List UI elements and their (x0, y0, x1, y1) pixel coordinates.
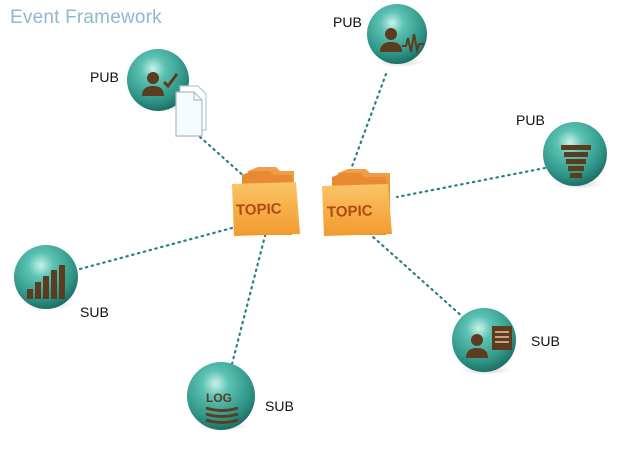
user-audio-icon (380, 28, 424, 54)
connectors (78, 72, 547, 366)
diagram-title: Event Framework (10, 7, 162, 28)
connector-sub-log (230, 230, 268, 366)
node-label-pub-user-audio: PUB (333, 14, 362, 30)
connector-pub-user-check (198, 135, 248, 180)
node-label-sub-bar-chart: SUB (80, 304, 109, 320)
topic-folder-left: TOPIC (232, 167, 300, 236)
connector-pub-user-audio (345, 72, 388, 182)
connector-sub-bar-chart (78, 226, 234, 271)
node-sub-user-doc: SUB (452, 308, 560, 375)
user-check-icon (142, 72, 179, 96)
node-sub-log: LOG SUB (187, 362, 294, 431)
funnel-icon (561, 145, 591, 178)
node-label-pub-user-check: PUB (90, 69, 119, 85)
bar-chart-icon (27, 265, 65, 299)
node-pub-funnel: PUB (516, 112, 607, 189)
connector-pub-funnel (395, 166, 547, 199)
user-document-icon (466, 326, 512, 358)
topic-folder-right: TOPIC (322, 169, 392, 236)
connector-sub-user-doc (370, 234, 466, 320)
node-label-pub-funnel: PUB (516, 112, 545, 128)
topic-label-right: TOPIC (327, 202, 373, 221)
log-icon-text: LOG (206, 391, 232, 405)
document-icon (175, 85, 207, 137)
node-label-sub-log: SUB (265, 398, 294, 414)
node-pub-user-check: PUB (90, 49, 207, 137)
log-database-icon: LOG (205, 391, 239, 424)
node-label-sub-user-doc: SUB (531, 333, 560, 349)
topic-label-left: TOPIC (236, 200, 282, 219)
node-pub-user-audio: PUB (333, 4, 427, 67)
node-sub-bar-chart: SUB (14, 245, 109, 320)
